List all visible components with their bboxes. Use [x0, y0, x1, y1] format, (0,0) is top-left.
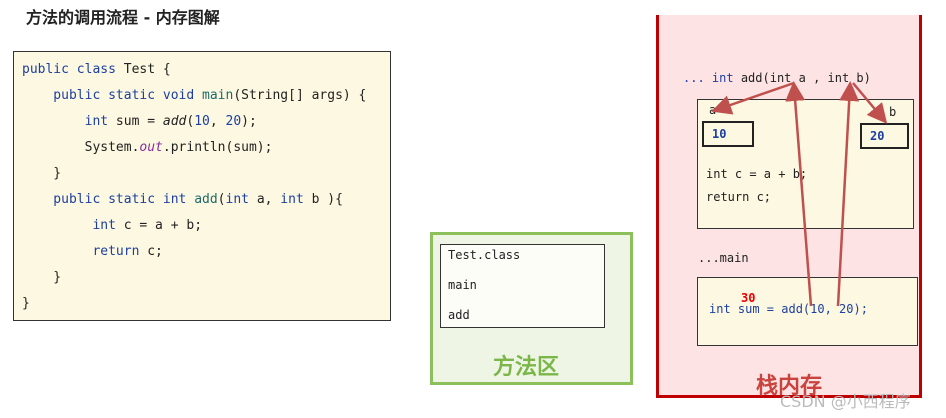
code-token: int	[225, 192, 257, 207]
code-token: a,	[256, 192, 281, 207]
code-token: 10	[194, 114, 210, 129]
code-line: }	[22, 166, 61, 181]
code-line: public static void main(String[] args) {	[22, 88, 366, 103]
code-token: b ){	[311, 192, 343, 207]
code-token: add	[162, 114, 187, 129]
code-token: return	[22, 244, 148, 259]
arg-10-line	[785, 81, 813, 307]
code-panel: public class Test { public static void m…	[13, 51, 391, 321]
arrow-b	[852, 82, 888, 124]
arrow-a	[711, 81, 795, 115]
code-token: main	[202, 88, 234, 103]
arg-20-line	[836, 81, 860, 307]
code-token: (String[] args) {	[233, 88, 367, 103]
code-token: .println(sum);	[162, 140, 273, 155]
signature-kw: int	[711, 71, 734, 85]
code-token: int	[22, 218, 124, 233]
code-token: add	[194, 192, 218, 207]
code-token: }	[22, 296, 30, 311]
code-token: sum =	[115, 114, 163, 129]
result-value: 30	[741, 291, 756, 305]
add-line-1: int c = a + b;	[706, 167, 808, 181]
code-token: ,	[209, 114, 226, 129]
signature-rest: add(int a , int b)	[733, 71, 871, 85]
code-token: out	[139, 140, 163, 155]
code-token: }	[22, 270, 62, 285]
code-line: return c;	[22, 244, 163, 259]
param-b-value: 20	[860, 123, 909, 149]
code-token: Test {	[123, 62, 171, 77]
page-title: 方法的调用流程 - 内存图解	[26, 8, 220, 27]
method-area-item: Test.class	[448, 248, 521, 262]
add-line-2: return c;	[706, 190, 772, 204]
code-line: public class Test {	[22, 62, 171, 77]
stack-memory-label: 栈内存	[756, 374, 823, 399]
code-token: int	[280, 192, 312, 207]
code-token: public static void	[22, 88, 203, 103]
param-b-label: b	[889, 105, 897, 119]
code-token: 20	[225, 114, 242, 129]
signature-prefix: ...	[683, 71, 712, 85]
code-token: );	[241, 114, 257, 129]
code-line: }	[22, 296, 30, 311]
watermark: CSDN @小西程序	[780, 392, 911, 411]
code-line: }	[22, 270, 61, 285]
code-token: c = a + b;	[123, 218, 203, 233]
main-code: int sum = add(10, 20);	[709, 302, 868, 316]
method-area-class-box	[440, 244, 605, 328]
code-token: public static int	[22, 192, 195, 207]
method-area-item: main	[448, 278, 477, 292]
code-line: int c = a + b;	[22, 218, 202, 233]
code-token: public class	[22, 62, 124, 77]
code-token: }	[22, 166, 62, 181]
code-token: System.	[22, 140, 140, 155]
main-frame-label: ...main	[698, 251, 749, 265]
code-token: int	[22, 114, 116, 129]
method-area-label: 方法区	[493, 355, 560, 380]
code-line: public static int add(int a, int b ){	[22, 192, 343, 207]
add-signature: ... int add(int a , int b)	[683, 71, 871, 85]
code-token: (	[217, 192, 226, 207]
main-stack-frame	[697, 277, 918, 346]
code-token: (	[186, 114, 195, 129]
code-line: System.out.println(sum);	[22, 140, 273, 155]
code-line: int sum = add(10, 20);	[22, 114, 257, 129]
method-area-item: add	[448, 308, 470, 322]
code-token: c;	[147, 244, 163, 259]
param-a-value: 10	[702, 121, 754, 147]
